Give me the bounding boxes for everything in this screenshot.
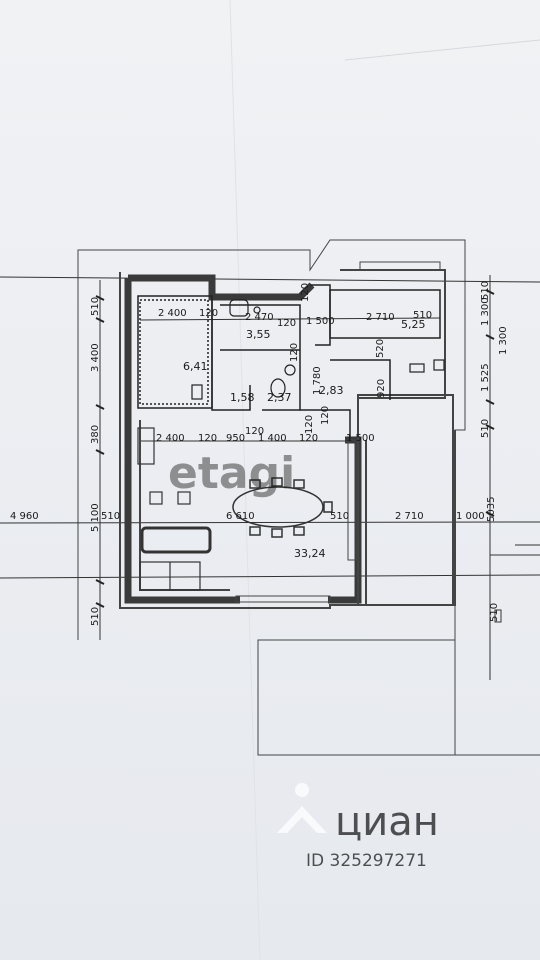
drawing-frame <box>77 239 540 756</box>
room-area-living: 33,24 <box>294 547 326 560</box>
dim-mid: 2 400 <box>156 433 185 444</box>
room-area-kitchen: 6,41 <box>183 360 208 373</box>
windows <box>235 261 441 603</box>
dim-mid: 120 <box>304 415 315 434</box>
dim-right: 510 <box>489 603 500 622</box>
dim-top: 2 400 <box>158 308 187 319</box>
dim-left: 510 <box>90 297 101 316</box>
dim-top: 2 710 <box>366 312 395 323</box>
dim-right: 1 300 <box>498 326 509 355</box>
dim-top: 1 300 <box>480 297 491 326</box>
dim-row: 1 000 <box>456 511 485 522</box>
kitchen-units <box>137 427 212 591</box>
dim-top: 510 <box>413 310 432 321</box>
dim-mid: 1 780 <box>312 366 323 395</box>
dimension-ticks <box>95 289 495 608</box>
dim-top: 1 500 <box>306 316 335 327</box>
dim-left: 510 <box>90 607 101 626</box>
dim-right: 510 <box>480 281 491 300</box>
dim-row: 6 610 <box>226 511 255 522</box>
room-area-corridor: 2,83 <box>319 384 344 397</box>
cian-logo-icon <box>277 783 327 833</box>
dim-mid: 520 <box>375 339 386 358</box>
bathroom-fixtures <box>191 299 445 400</box>
dim-mid: 950 <box>226 433 245 444</box>
dim-row: 510 <box>330 511 349 522</box>
dining-table <box>232 477 333 538</box>
room-area-labels: 33,24 6,41 3,55 2,37 1,58 2,83 5,25 <box>183 318 426 560</box>
dim-misc: 120 <box>300 283 311 302</box>
dim-mid: 1 500 <box>346 433 375 444</box>
dim-misc: 120 <box>320 406 331 425</box>
etagi-watermark: etagi <box>168 448 295 499</box>
dim-misc: 120 <box>289 343 300 362</box>
dim-row: 510 <box>101 511 120 522</box>
dimension-lines <box>0 275 540 640</box>
dim-top: 120 <box>277 318 296 329</box>
room-area-wc: 2,37 <box>267 391 292 404</box>
paper-fold-line <box>344 39 540 61</box>
adjacent-plan-fragment <box>489 544 540 680</box>
paper-fold-line <box>229 0 261 960</box>
room-area-bedroom: 5,25 <box>401 318 426 331</box>
dim-right: 510 <box>480 419 491 438</box>
dim-row: 5035 <box>486 497 497 522</box>
dim-mid: 120 <box>299 433 318 444</box>
cian-watermark: циан <box>335 799 439 845</box>
dim-row: 4 960 <box>10 511 39 522</box>
dim-mid: 120 <box>245 426 264 437</box>
dimension-labels: 2 400 120 2 470 120 1 500 2 710 510 1 30… <box>10 281 509 626</box>
listing-id-watermark: ID 325297271 <box>306 851 427 871</box>
dim-left: 380 <box>90 425 101 444</box>
room-area-hall-small: 1,58 <box>230 391 255 404</box>
dim-left: 5 100 <box>90 503 101 532</box>
dim-right: 1 525 <box>480 363 491 392</box>
dim-left: 3 400 <box>90 343 101 372</box>
dim-mid: 120 <box>198 433 217 444</box>
dim-mid: 1 400 <box>258 433 287 444</box>
dim-top: 2 470 <box>245 312 274 323</box>
room-area-bath: 3,55 <box>246 328 271 341</box>
dim-mid: 920 <box>376 379 387 398</box>
dim-row: 2 710 <box>395 511 424 522</box>
interior-walls <box>137 284 441 440</box>
dim-top: 120 <box>199 308 218 319</box>
